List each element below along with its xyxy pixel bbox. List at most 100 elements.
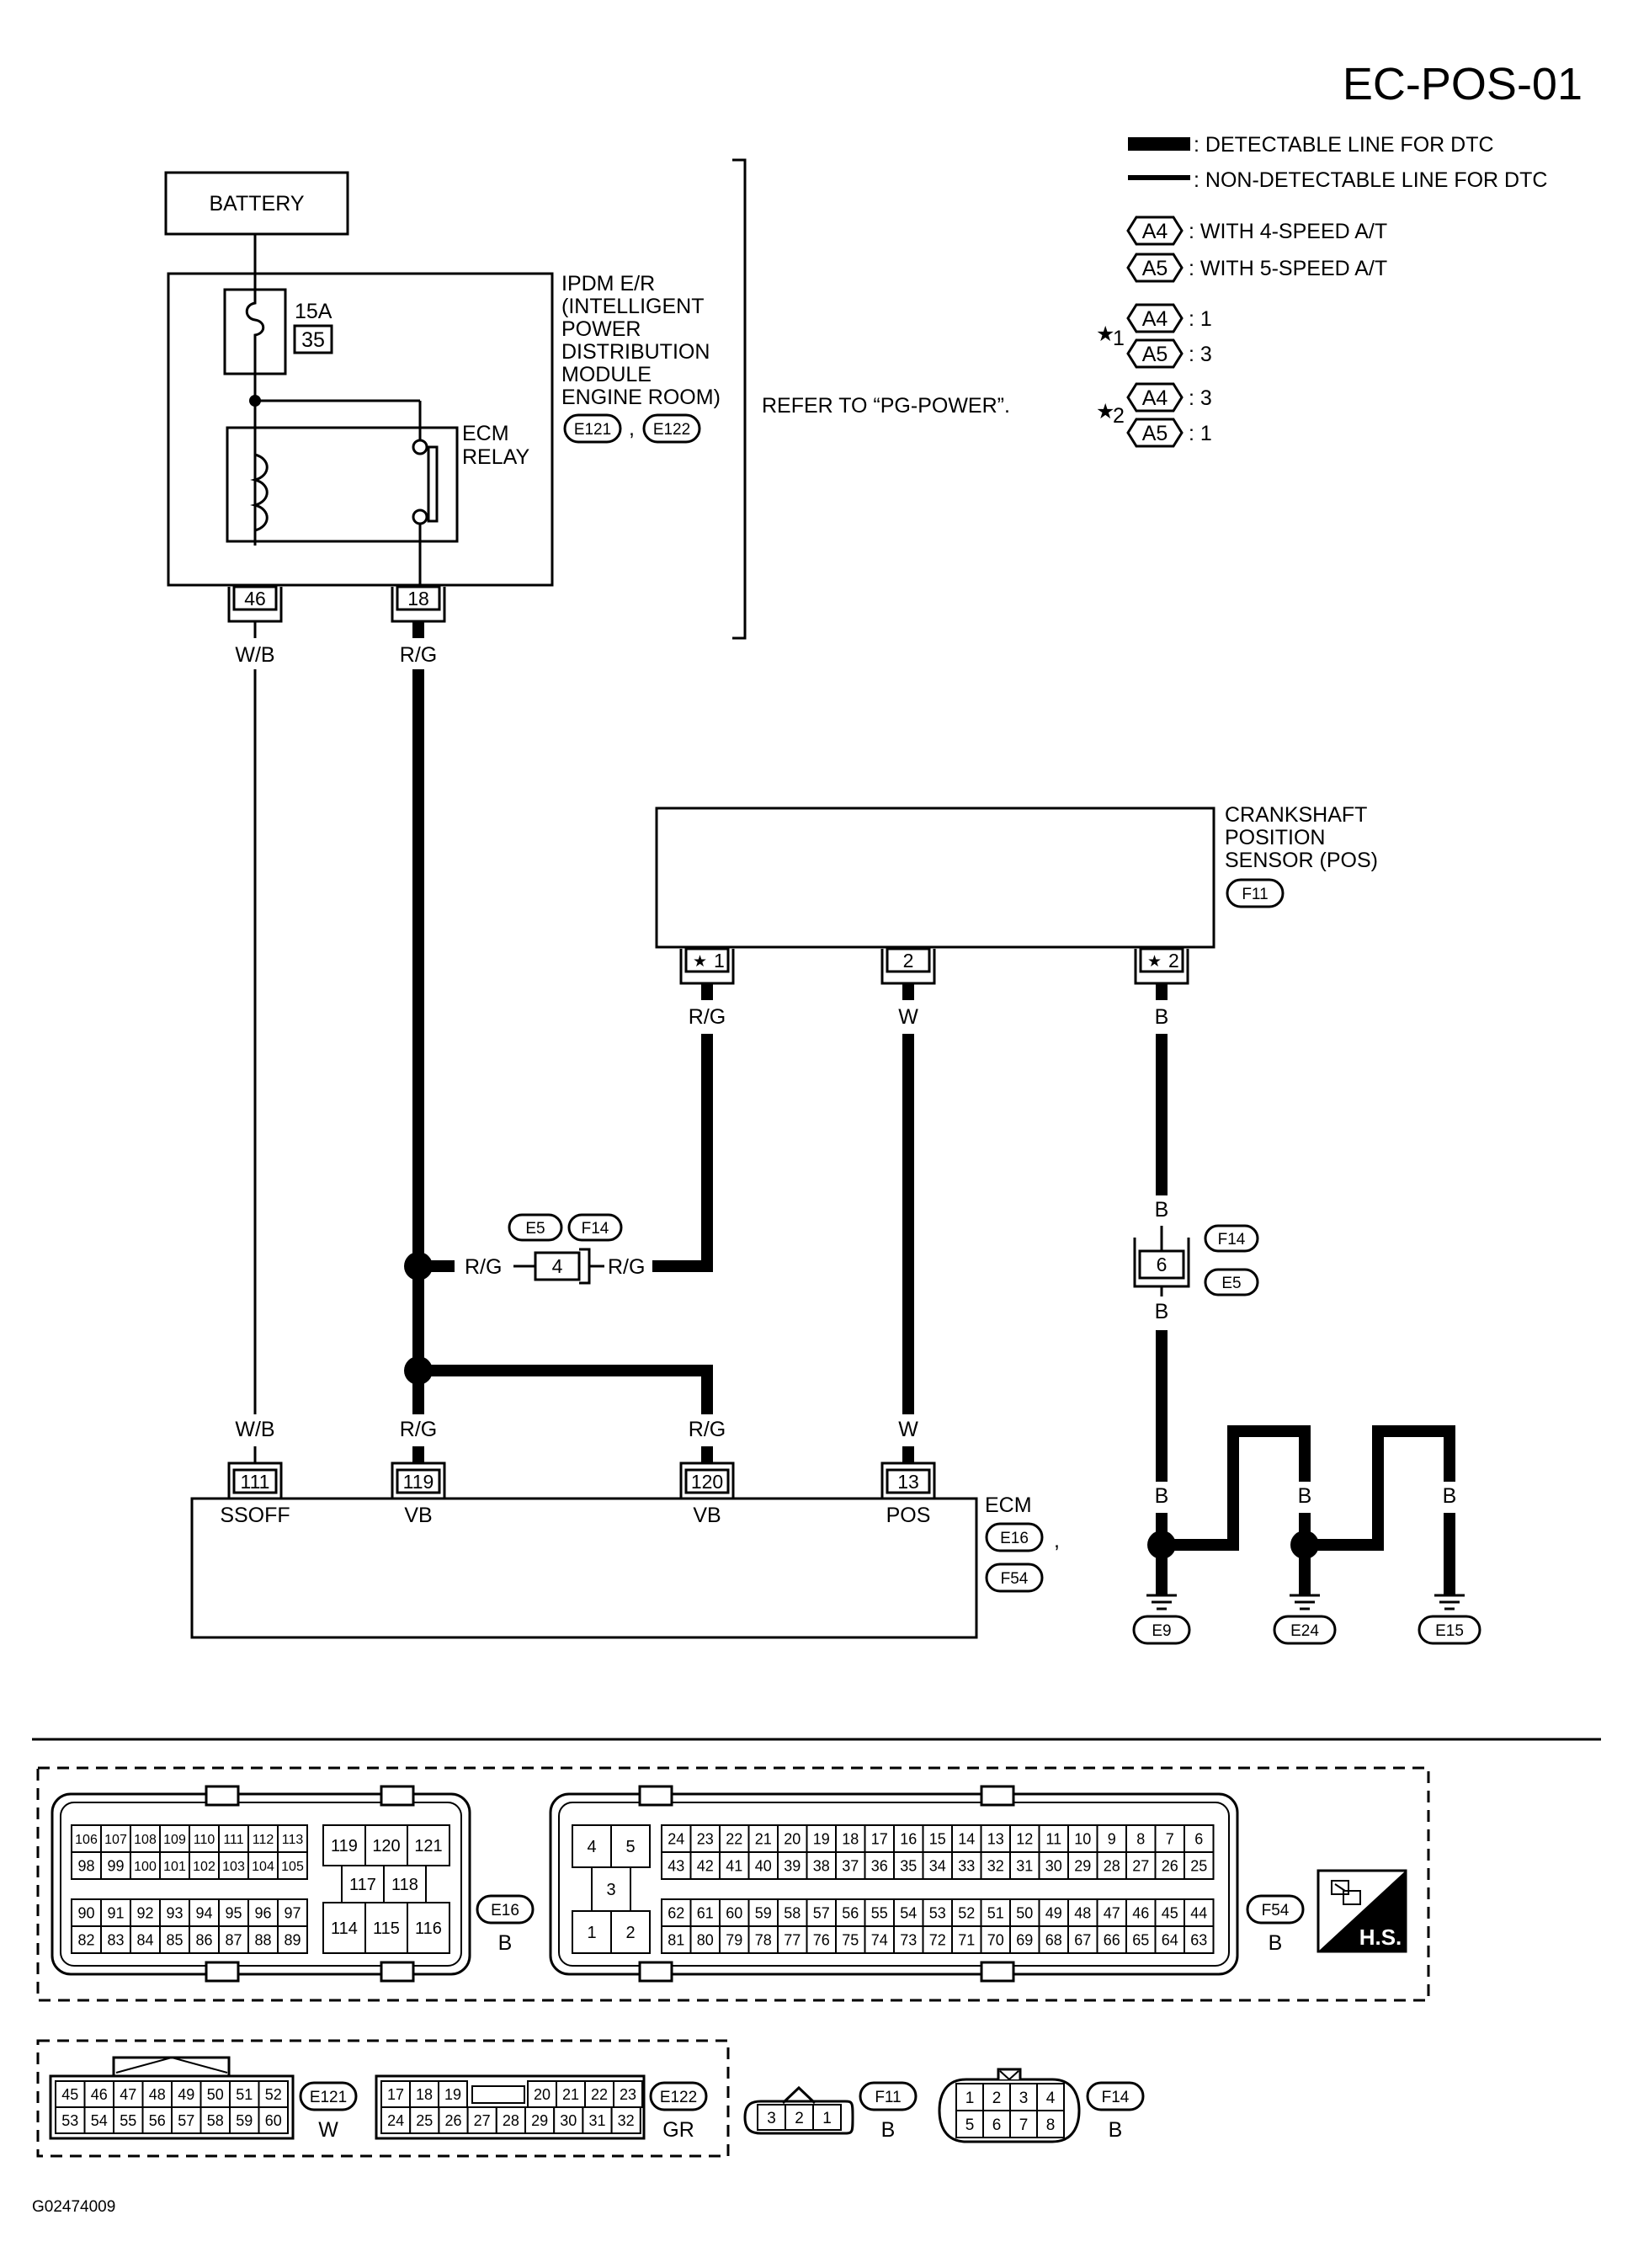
- face-e16-color: B: [498, 1931, 513, 1955]
- connector-cavity: [864, 1925, 895, 1954]
- sensor-pin-star1: 1: [714, 950, 725, 972]
- ipdm-conn-e121: E121: [574, 421, 611, 439]
- face-e121-color: W: [318, 2118, 338, 2142]
- face-f11-color: B: [881, 2118, 896, 2142]
- connector-pin-number: 42: [697, 1857, 714, 1874]
- connector-pin-number: 16: [900, 1830, 917, 1847]
- connector-pin-number: 1: [587, 1924, 596, 1942]
- connector-pin-number: 46: [91, 2086, 108, 2103]
- connector-pin-number: 94: [195, 1904, 212, 1921]
- ground-e24: E24: [1290, 1622, 1319, 1640]
- connector-pin-number: 21: [562, 2086, 579, 2103]
- connector-pin-number: 52: [958, 1904, 975, 1921]
- fuse-number: 35: [301, 328, 325, 352]
- connector-pin-number: 5: [625, 1838, 635, 1856]
- connector-pin-number: 28: [503, 2112, 519, 2129]
- connector-pin-number: 76: [813, 1931, 830, 1948]
- fuse-amp: 15A: [295, 300, 332, 323]
- sensor-pin-2: 2: [903, 950, 914, 972]
- legend-star2-num: 2: [1113, 404, 1125, 428]
- connector-pin-number: 74: [871, 1931, 888, 1948]
- ipdm-box: [167, 272, 554, 587]
- connector-pin-number: 56: [149, 2112, 166, 2129]
- connector-pin-number: 5: [965, 2116, 975, 2134]
- connector-cavity: [189, 1898, 220, 1927]
- connector-cavity: [806, 1925, 837, 1954]
- connector-cavity: [407, 1902, 450, 1954]
- connector-pin-number: 11: [1045, 1830, 1061, 1847]
- connector-cavity: [364, 1902, 408, 1954]
- connector-cavity: [777, 1851, 808, 1880]
- ecm-pin-name-vb2: VB: [693, 1504, 721, 1527]
- connector-pin-number: 83: [107, 1931, 124, 1948]
- ecm-pin-13: 13: [897, 1471, 919, 1493]
- connector-cavity: [922, 1925, 953, 1954]
- connector-pin-number: 29: [1074, 1857, 1091, 1874]
- connector-pin-number: 3: [1019, 2090, 1029, 2107]
- joint-pin-4: 4: [552, 1255, 563, 1277]
- connector-pin-number: 120: [372, 1837, 400, 1855]
- connector-cavity: [55, 2106, 86, 2134]
- connector-pin-number: 57: [178, 2112, 194, 2129]
- connector-cavity: [572, 1824, 612, 1868]
- joint-pin-6: 6: [1157, 1254, 1168, 1275]
- connector-cavity: [1009, 1851, 1040, 1880]
- connector-pin-number: 47: [120, 2086, 136, 2103]
- connector-cavity: [1184, 1851, 1215, 1880]
- connector-pin-number: 50: [1016, 1904, 1033, 1921]
- connector-pin-number: 44: [1190, 1904, 1207, 1921]
- connector-pin-number: 105: [281, 1860, 304, 1874]
- legend-a4-tag: A4: [1142, 220, 1168, 243]
- wire-label-rg-ecm-2: R/G: [689, 1418, 726, 1441]
- connector-pin-number: 84: [136, 1931, 153, 1948]
- wire-label-wb-top: W/B: [235, 643, 274, 667]
- connector-cavity: [1184, 1925, 1215, 1954]
- connector-cavity: [364, 1824, 408, 1866]
- connector-pin-number: 24: [668, 1830, 684, 1847]
- connector-pin-number: 18: [842, 1830, 859, 1847]
- connector-pin-number: 29: [531, 2112, 548, 2129]
- svg-text:RELAY: RELAY: [462, 445, 529, 469]
- svg-text:IPDM E/R: IPDM E/R: [561, 272, 655, 295]
- connector-pin-number: 110: [194, 1833, 215, 1847]
- connector-pin-number: 19: [813, 1830, 830, 1847]
- connector-pin-number: 4: [587, 1838, 596, 1856]
- connector-cavity: [689, 1824, 721, 1853]
- harness-connector-icon: [1331, 1880, 1361, 1905]
- ipdm-pin-46: 46: [244, 588, 266, 610]
- connector-pin-number: 119: [331, 1837, 358, 1855]
- svg-text:ENGINE ROOM): ENGINE ROOM): [561, 386, 721, 409]
- connector-pin-number: 48: [149, 2086, 166, 2103]
- face-e122-tag: E122: [660, 2089, 697, 2106]
- sensor-pin-star2: 2: [1168, 950, 1179, 972]
- svg-text:POWER: POWER: [561, 317, 641, 341]
- relay-label: ECM RELAY: [462, 422, 529, 469]
- connector-pin-number: 40: [755, 1857, 772, 1874]
- face-e16-tag: E16: [491, 1902, 519, 1919]
- connector-cavity: [277, 1898, 308, 1927]
- connector-pin-number: 107: [104, 1833, 127, 1847]
- connector-pin-number: 92: [136, 1904, 153, 1921]
- connector-pin-number: 28: [1104, 1857, 1120, 1874]
- face-f54-tag: F54: [1262, 1902, 1290, 1919]
- wire-label-rg-joint-right: R/G: [608, 1255, 645, 1279]
- connector-pin-number: 1: [822, 2110, 832, 2127]
- connector-cavity: [199, 2106, 231, 2134]
- face-f11-tag: F11: [875, 2089, 901, 2106]
- connector-pin-number: 56: [842, 1904, 859, 1921]
- connector-pin-number: 49: [1045, 1904, 1062, 1921]
- connector-cavity: [1154, 1925, 1185, 1954]
- connector-pin-number: 2: [625, 1924, 635, 1942]
- connector-pin-number: 81: [668, 1931, 684, 1948]
- connector-cavity: [258, 2106, 289, 2134]
- connector-pin-number: 54: [900, 1904, 917, 1921]
- connector-pin-number: 85: [166, 1931, 183, 1948]
- svg-text:POSITION: POSITION: [1225, 826, 1325, 849]
- wire-label-rg-joint-left: R/G: [465, 1255, 502, 1279]
- connector-pin-number: 43: [668, 1857, 684, 1874]
- connector-pin-number: 100: [134, 1860, 157, 1874]
- connector-pin-number: 27: [1132, 1857, 1149, 1874]
- connector-cavity: [218, 1925, 249, 1954]
- connector-pin-number: 37: [842, 1857, 859, 1874]
